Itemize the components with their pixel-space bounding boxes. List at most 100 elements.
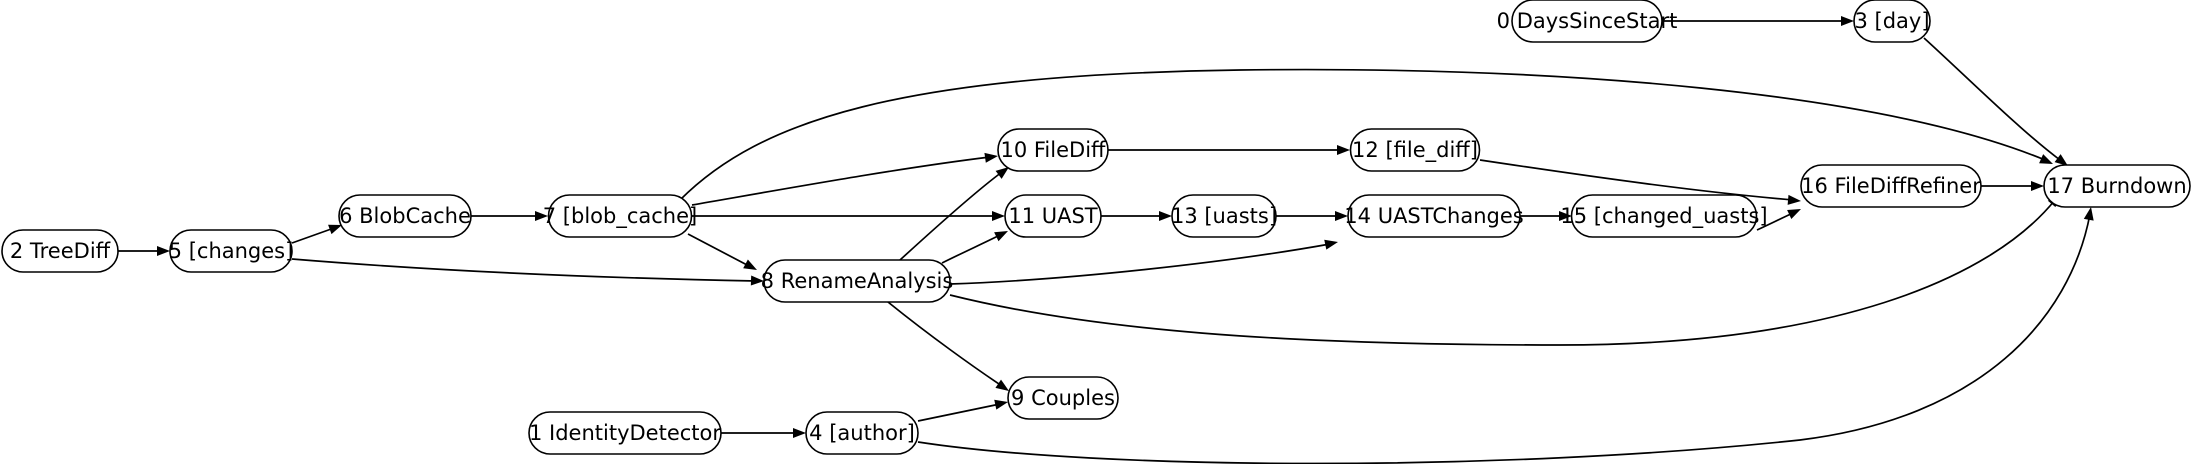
edge-line xyxy=(899,171,1003,261)
edge-n8-to-n11 xyxy=(941,231,1008,264)
graph-node-n17[interactable]: 17 Burndown xyxy=(2043,164,2191,208)
edge-line xyxy=(291,258,757,282)
node-shape[interactable] xyxy=(1853,0,1931,43)
node-shape[interactable] xyxy=(1171,194,1277,238)
graph-node-n10[interactable]: 10 FileDiff xyxy=(997,128,1109,172)
edge-n7-to-n10 xyxy=(691,152,998,206)
node-shape[interactable] xyxy=(1800,164,1982,208)
graph-node-n1[interactable]: 1 IdentityDetector xyxy=(528,411,722,455)
edge-n13-to-n14 xyxy=(1276,211,1348,221)
arrowhead-icon xyxy=(995,379,1009,391)
arrowhead-icon xyxy=(2031,181,2044,191)
node-shape[interactable] xyxy=(1347,194,1521,238)
graph-node-n16[interactable]: 16 FileDiffRefiner xyxy=(1800,164,1982,208)
edge-n15-to-n16 xyxy=(1756,209,1801,231)
graph-node-n12[interactable]: 12 [file_diff] xyxy=(1349,128,1481,172)
graph-node-n4[interactable]: 4 [author] xyxy=(805,411,919,455)
edge-n8-to-n9 xyxy=(887,301,1009,391)
edge-n5-to-n8 xyxy=(291,258,764,286)
graph-node-n9[interactable]: 9 Couples xyxy=(1007,376,1119,420)
node-label: 1 IdentityDetector xyxy=(529,421,721,445)
node-shape[interactable] xyxy=(1,229,119,273)
arrowhead-icon xyxy=(984,152,998,163)
edge-n1-to-n4 xyxy=(721,428,806,438)
node-label: 10 FileDiff xyxy=(1000,138,1106,162)
node-label: 16 FileDiffRefiner xyxy=(1801,174,1981,198)
edge-n8-to-n10 xyxy=(899,167,1009,261)
arrowhead-icon xyxy=(1841,16,1854,26)
graph-node-n11[interactable]: 11 UAST xyxy=(1004,194,1102,238)
nodes-layer: 0 DaysSinceStart 3 [day] 10 FileDiff 12 [fi… xyxy=(1,0,2191,455)
graph-node-n3[interactable]: 3 [day] xyxy=(1853,0,1931,43)
graph-node-n0[interactable]: 0 DaysSinceStart xyxy=(1497,0,1678,43)
node-label: 5 [changes] xyxy=(169,239,294,263)
graph-node-n2[interactable]: 2 TreeDiff xyxy=(1,229,119,273)
node-shape[interactable] xyxy=(338,194,472,238)
arrowhead-icon xyxy=(1337,145,1350,155)
edge-n7-to-n8 xyxy=(687,233,757,270)
edge-n7-to-n17 xyxy=(679,68,2053,201)
arrowhead-icon xyxy=(1787,194,1801,205)
edges-layer xyxy=(118,16,2094,464)
arrowhead-icon xyxy=(1787,209,1801,220)
arrowhead-icon xyxy=(535,211,548,221)
node-label: 12 [file_diff] xyxy=(1352,138,1478,163)
arrowhead-icon xyxy=(1335,211,1348,221)
node-label: 17 Burndown xyxy=(2047,174,2186,198)
graph-node-n5[interactable]: 5 [changes] xyxy=(169,229,294,273)
node-shape[interactable] xyxy=(1004,194,1102,238)
node-shape[interactable] xyxy=(1349,128,1481,172)
edge-n4-to-n17 xyxy=(917,207,2094,464)
edge-n10-to-n12 xyxy=(1108,145,1350,155)
edge-n6-to-n7 xyxy=(471,211,548,221)
edge-n2-to-n5 xyxy=(118,246,170,256)
graph-node-n14[interactable]: 14 UASTChanges xyxy=(1344,194,1524,238)
arrowhead-icon xyxy=(2039,154,2053,164)
node-label: 3 [day] xyxy=(1854,9,1929,33)
edge-n5-to-n6 xyxy=(291,224,342,244)
arrowhead-icon xyxy=(1324,239,1338,250)
node-shape[interactable] xyxy=(805,411,919,455)
node-label: 4 [author] xyxy=(809,421,915,445)
node-shape[interactable] xyxy=(1007,376,1119,420)
graph-node-n8[interactable]: 8 RenameAnalysis xyxy=(761,259,954,303)
node-shape[interactable] xyxy=(763,259,951,303)
edge-n0-to-n3 xyxy=(1663,16,1854,26)
edge-n7-to-n11 xyxy=(692,211,1005,221)
node-shape[interactable] xyxy=(547,194,693,238)
graph-node-n7[interactable]: 7 [blob_cache] xyxy=(543,194,697,238)
edge-line xyxy=(1923,37,2061,161)
node-shape[interactable] xyxy=(528,411,722,455)
node-label: 0 DaysSinceStart xyxy=(1497,9,1678,33)
edge-n11-to-n13 xyxy=(1101,211,1172,221)
edge-line xyxy=(917,213,2091,464)
node-shape[interactable] xyxy=(2043,164,2191,208)
node-shape[interactable] xyxy=(997,128,1109,172)
node-shape[interactable] xyxy=(169,229,293,273)
edge-line xyxy=(691,156,991,206)
arrowhead-icon xyxy=(992,211,1005,221)
node-label: 2 TreeDiff xyxy=(10,239,111,263)
arrowhead-icon xyxy=(1159,211,1172,221)
node-label: 7 [blob_cache] xyxy=(543,204,697,229)
arrowhead-icon xyxy=(328,224,342,235)
edge-line xyxy=(949,199,2056,346)
edge-n14-to-n15 xyxy=(1520,211,1572,221)
node-label: 8 RenameAnalysis xyxy=(761,269,954,293)
node-label: 9 Couples xyxy=(1011,386,1115,410)
edge-line xyxy=(291,227,335,244)
edge-n12-to-n16 xyxy=(1479,159,1801,205)
arrowhead-icon xyxy=(1559,211,1572,221)
edge-line xyxy=(687,233,750,267)
graph-node-n13[interactable]: 13 [uasts] xyxy=(1171,194,1277,238)
graph-node-n6[interactable]: 6 BlobCache xyxy=(338,194,472,238)
node-shape[interactable] xyxy=(1570,194,1758,238)
arrowhead-icon xyxy=(995,167,1009,179)
edge-n3-to-n17 xyxy=(1923,37,2068,166)
node-label: 14 UASTChanges xyxy=(1344,204,1523,228)
arrowhead-icon xyxy=(994,231,1008,242)
node-shape[interactable] xyxy=(1511,0,1663,43)
graph-node-n15[interactable]: 15 [changed_uasts] xyxy=(1560,194,1768,238)
arrowhead-icon xyxy=(2054,154,2068,166)
